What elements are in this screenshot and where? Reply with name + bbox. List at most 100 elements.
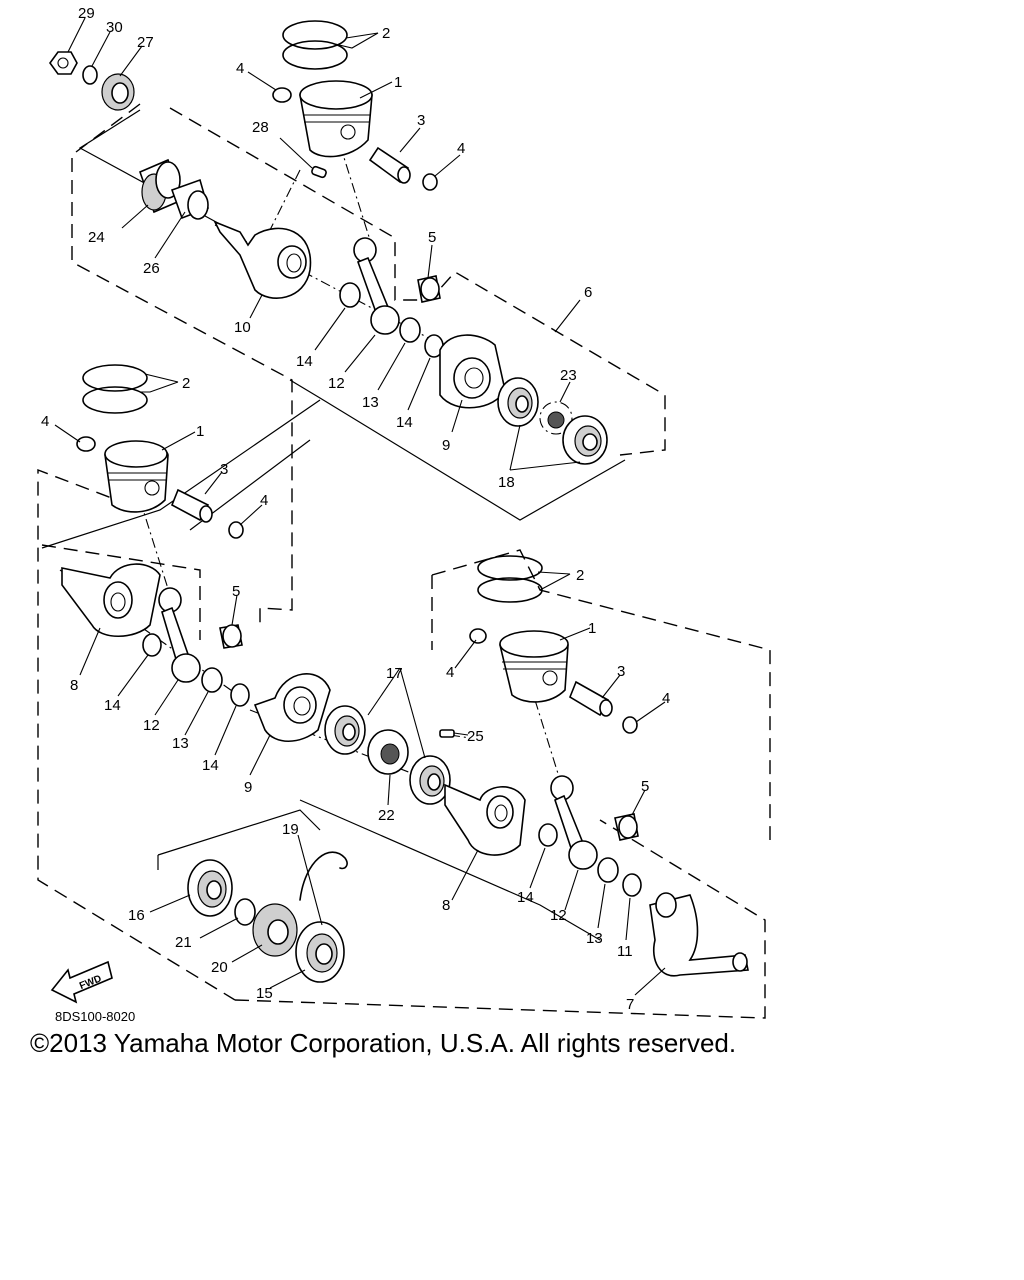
callout-8: 8	[70, 677, 78, 694]
piston-middle	[104, 440, 169, 513]
main-bearing-18a	[497, 377, 539, 427]
callout-8: 8	[442, 897, 450, 914]
washer-part	[339, 282, 361, 308]
callout-5: 5	[232, 583, 240, 600]
big-end-bearing-part	[201, 667, 223, 693]
callout-14: 14	[296, 353, 313, 370]
washer-part	[82, 65, 98, 85]
callout-16: 16	[128, 907, 145, 924]
callout-2: 2	[182, 375, 190, 392]
main-bearing-18b	[562, 415, 608, 465]
piston-rings-right	[477, 555, 543, 603]
callout-14: 14	[517, 889, 534, 906]
callout-12: 12	[143, 717, 160, 734]
circlip-part	[76, 436, 96, 452]
callout-14: 14	[104, 697, 121, 714]
callout-21: 21	[175, 934, 192, 951]
callout-3: 3	[220, 461, 228, 478]
callout-27: 27	[137, 34, 154, 51]
main-bearing-17b	[409, 755, 451, 805]
callout-25: 25	[467, 728, 484, 745]
oil-seal-part	[101, 73, 135, 111]
callout-4: 4	[662, 690, 670, 707]
nut-part	[49, 51, 78, 75]
callout-5: 5	[641, 778, 649, 795]
callout-4: 4	[260, 492, 268, 509]
fwd-arrow-icon: FWD	[50, 960, 113, 1004]
callout-9: 9	[244, 779, 252, 796]
callout-15: 15	[256, 985, 273, 1002]
callout-10: 10	[234, 319, 251, 336]
callout-19: 19	[282, 821, 299, 838]
connecting-rod-right	[550, 775, 598, 870]
oil-seal-part-20	[252, 903, 298, 957]
washer-part	[230, 683, 250, 707]
callout-22: 22	[378, 807, 395, 824]
big-end-bearing-part	[597, 857, 619, 883]
callout-9: 9	[442, 437, 450, 454]
callout-17: 17	[386, 665, 403, 682]
main-bearing-15	[295, 921, 345, 983]
callout-2: 2	[576, 567, 584, 584]
gear-part-23	[539, 401, 573, 435]
callout-26: 26	[143, 260, 160, 277]
callout-3: 3	[617, 663, 625, 680]
piston-rings-top	[282, 20, 348, 70]
piston-pin-middle	[170, 488, 213, 523]
piston-pin-top	[368, 146, 411, 184]
small-end-bearing-right	[614, 813, 639, 841]
main-bearing-17a	[324, 705, 366, 755]
pin-part-25	[439, 729, 455, 738]
callout-29: 29	[78, 5, 95, 22]
callout-7: 7	[626, 996, 634, 1013]
spacer-part	[170, 178, 209, 220]
key-part	[311, 165, 327, 179]
piston-top	[299, 80, 373, 158]
callout-14: 14	[202, 757, 219, 774]
crank-web-8-right	[444, 783, 526, 856]
callout-4: 4	[457, 140, 465, 157]
piston-right	[499, 630, 569, 703]
main-bearing-16	[187, 859, 233, 917]
callout-12: 12	[328, 375, 345, 392]
callout-12: 12	[550, 907, 567, 924]
callout-5: 5	[428, 229, 436, 246]
callout-6: 6	[584, 284, 592, 301]
circlip-part	[469, 628, 487, 644]
callout-13: 13	[362, 394, 379, 411]
circlip-part	[422, 173, 438, 191]
leader-lines	[54, 17, 666, 996]
small-end-bearing-middle	[219, 624, 243, 649]
circlip-part-19	[299, 851, 348, 901]
callout-4: 4	[236, 60, 244, 77]
callout-4: 4	[41, 413, 49, 430]
callout-23: 23	[560, 367, 577, 384]
piston-pin-right	[569, 680, 613, 717]
callout-28: 28	[252, 119, 269, 136]
washer-part	[622, 873, 642, 897]
needle-bearing-part	[138, 158, 184, 214]
connecting-rod-middle	[158, 587, 201, 683]
circlip-part	[622, 716, 638, 734]
drawing-number: 8DS100-8020	[55, 1009, 135, 1024]
washer-part	[142, 633, 162, 657]
copyright-notice: ©2013 Yamaha Motor Corporation, U.S.A. A…	[30, 1028, 737, 1058]
circlip-part	[228, 521, 244, 539]
callout-30: 30	[106, 19, 123, 36]
crank-web-10	[213, 220, 312, 299]
callout-1: 1	[588, 620, 596, 637]
callout-11: 11	[617, 943, 633, 960]
group-boundaries	[37, 103, 771, 1019]
callout-2: 2	[382, 25, 390, 42]
parts: FWD	[49, 20, 749, 1004]
callout-3: 3	[417, 112, 425, 129]
circlip-part	[272, 87, 292, 103]
piston-rings-middle	[82, 364, 148, 414]
big-end-bearing-part	[399, 317, 421, 343]
gear-part-22	[367, 729, 409, 775]
connecting-rod-top	[353, 237, 400, 335]
washer-part	[538, 823, 558, 847]
washer-part-21	[234, 898, 256, 926]
crank-web-7	[649, 892, 749, 977]
